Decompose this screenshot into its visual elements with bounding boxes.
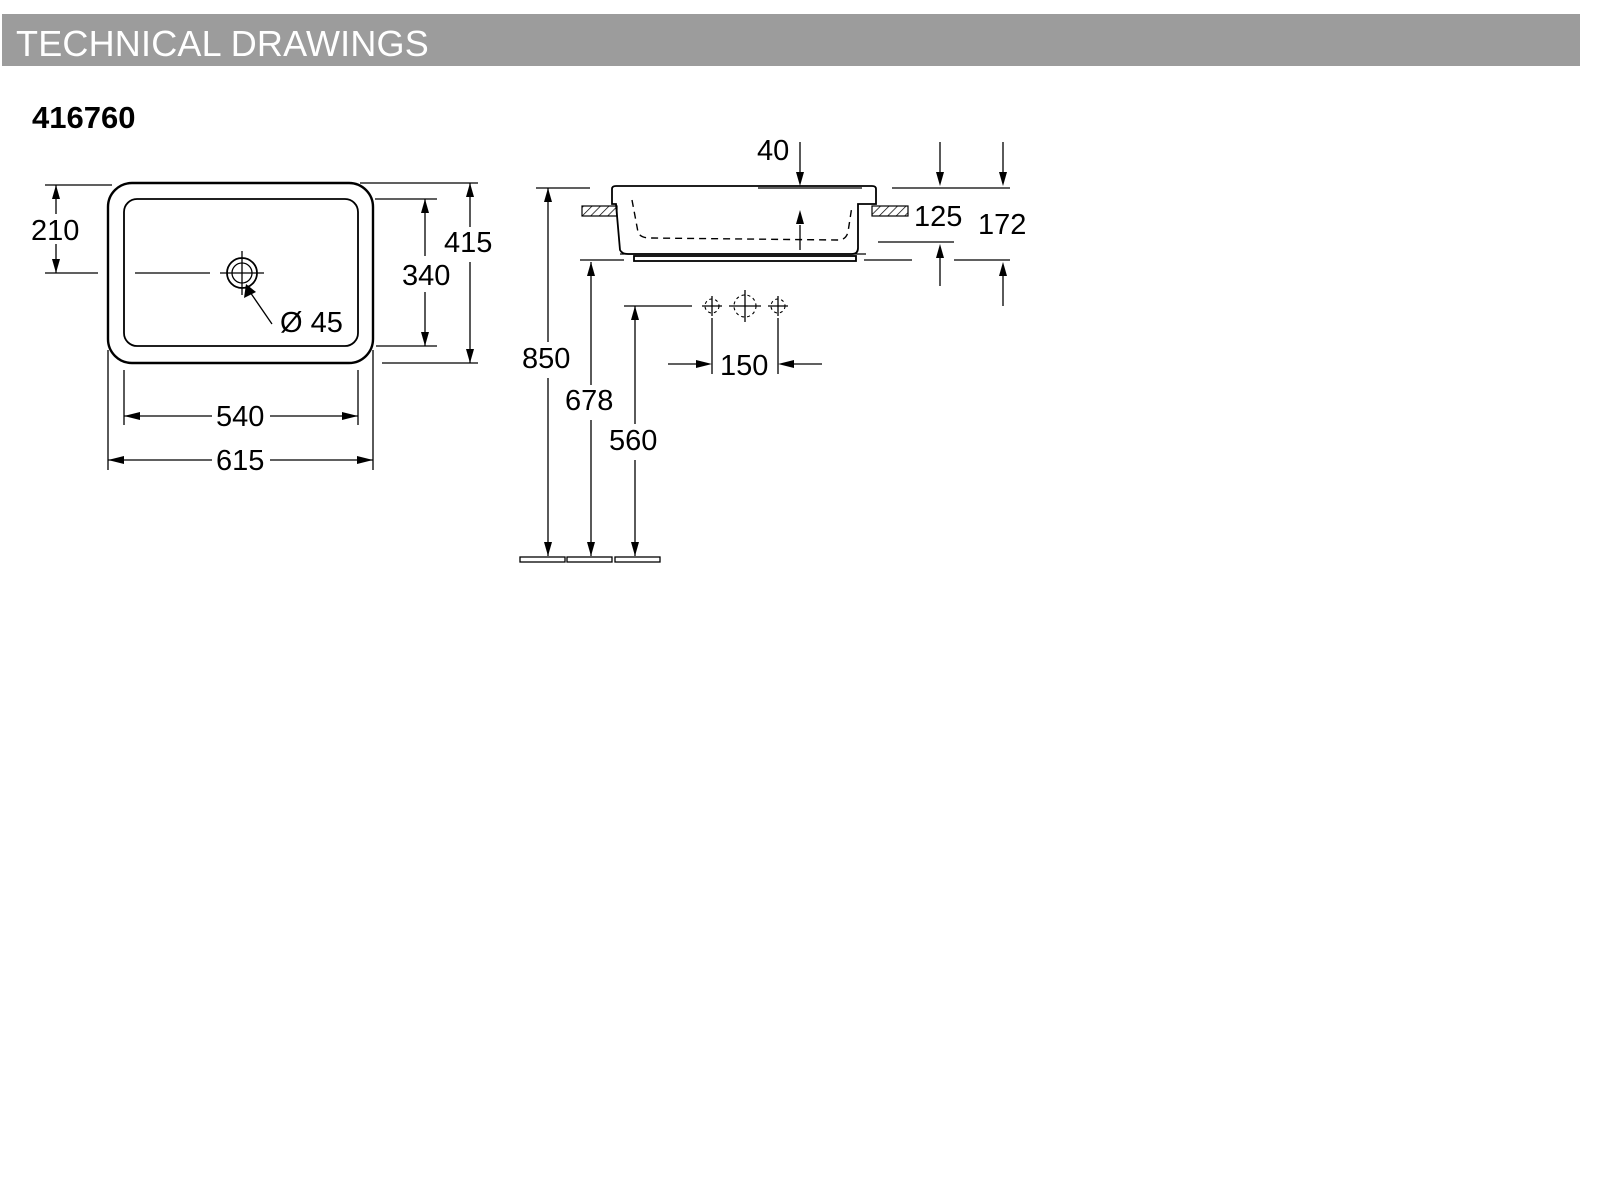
- basin-profile: [611, 185, 877, 255]
- floor-plate-2: [566, 556, 613, 563]
- floor-plate-1: [519, 556, 566, 563]
- dim-installation-height: 850: [522, 343, 570, 375]
- side-view: 40 125 172 850 678: [519, 135, 1026, 563]
- dim-tap-spacing: 150: [720, 350, 768, 382]
- section-header-bar: TECHNICAL DRAWINGS: [2, 14, 1580, 66]
- dim-total-height: 172: [978, 209, 1026, 241]
- drain-symbol: [135, 251, 264, 295]
- basin-outer-outline: [106, 181, 375, 365]
- dim-bowl-bottom-height: 678: [565, 385, 613, 417]
- tap-hole-symbols: [702, 290, 788, 322]
- dim-drain-diameter: Ø 45: [280, 307, 343, 339]
- floor-plate-3: [614, 556, 661, 563]
- countertop-left: [581, 205, 618, 217]
- dim-inner-depth: 340: [402, 260, 450, 292]
- top-view: Ø 45 210 340 415 540: [31, 181, 492, 477]
- section-title: TECHNICAL DRAWINGS: [16, 23, 429, 64]
- dim-outer-width: 615: [216, 445, 264, 477]
- dim-rim-thickness: 40: [757, 135, 789, 167]
- product-code: 416760: [32, 100, 136, 135]
- basin-inner-outline: [123, 198, 359, 347]
- basin-inner-hidden: [631, 199, 853, 241]
- dim-drain-offset: 210: [31, 215, 79, 247]
- dim-tap-height: 560: [609, 425, 657, 457]
- countertop-right: [871, 205, 909, 217]
- dim-outer-depth: 415: [444, 227, 492, 259]
- dim-bowl-height: 125: [914, 201, 962, 233]
- dim-inner-width: 540: [216, 401, 264, 433]
